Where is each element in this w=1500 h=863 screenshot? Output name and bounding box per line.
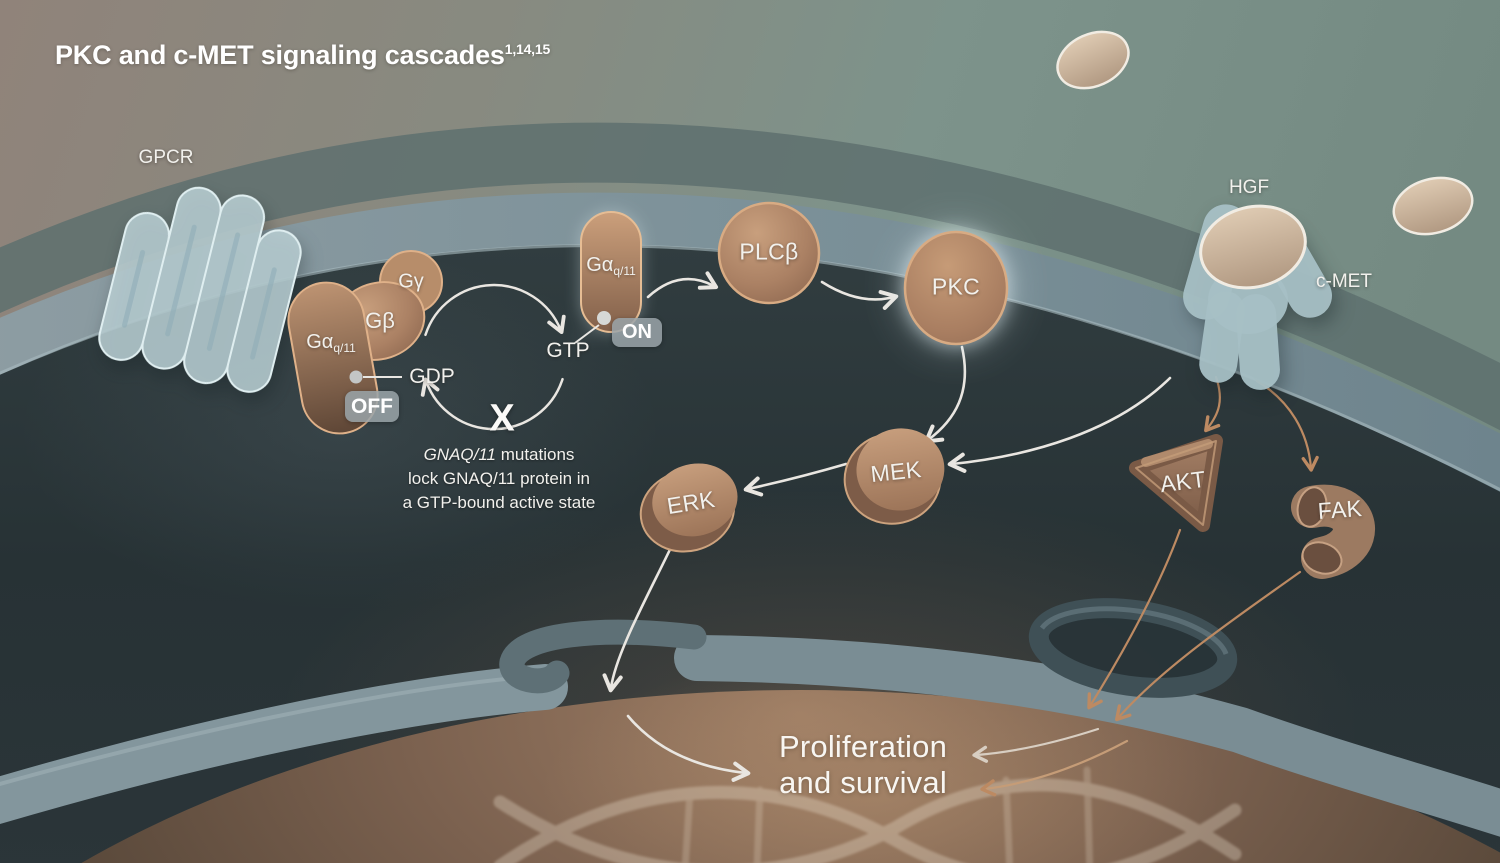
g-alpha-inactive-label: Gαq/11 [306,331,356,355]
mutation-note-line3: a GTP-bound active state [402,493,596,512]
g-alpha-active [574,211,642,344]
hgf-ligand-bound [1199,204,1307,290]
arrow-nucleus-to-outcome-lower [980,739,1129,797]
mutation-line1-rest: mutations [496,445,575,464]
gdp-site-dot [349,370,363,384]
arrow-nucleus-to-outcome-upper [972,727,1100,763]
nuclear-envelope-left [0,664,568,825]
plcb-label: PLCβ [739,238,799,265]
cycle-arc-top [424,283,566,337]
g-alpha-active-prefix: Gα [586,254,614,276]
arrow-mek-to-erk [743,462,848,497]
gtp-label: GTP [546,339,590,362]
gtp-connector [574,324,600,344]
gtp-site-dot [597,311,611,325]
cmet-label: c-MET [1316,271,1372,292]
nuclear-envelope-left-highlight [0,674,539,786]
mutation-note-line1: GNAQ/11 mutations [403,443,596,467]
arrow-akt-to-nucleus [1087,528,1182,710]
arrow-fak-to-nucleus [1115,570,1302,722]
mutation-note-line2: lock GNAQ/11 protein in [407,469,591,488]
hgf-ligand-floating-1 [1056,30,1130,90]
arrow-pkc-to-mek [924,345,967,444]
dna-helix [493,766,1242,863]
arrow-cmet-to-mek [947,376,1172,473]
g-beta-label: Gβ [365,308,395,333]
g-alpha-subscript: q/11 [333,341,356,355]
mutation-gene-name: GNAQ/11 [423,445,496,464]
arrow-erk-to-pore [602,535,678,693]
pkc-label: PKC [931,273,981,300]
g-alpha-prefix: Gα [306,331,334,353]
off-badge: OFF [345,391,399,422]
g-alpha-active-subscript: q/11 [613,264,636,278]
nuclear-envelope-right [674,635,1500,837]
hgf-label: HGF [1228,177,1270,198]
outcome-line1: Proliferation [778,729,948,764]
title-text: PKC and c-MET signaling cascades [55,40,505,70]
mutation-note: GNAQ/11 mutations lock GNAQ/11 protein i… [403,443,596,515]
page-title: PKC and c-MET signaling cascades1,14,15 [55,40,550,71]
g-alpha-active-label: Gαq/11 [586,254,636,278]
plcb-node [717,201,821,305]
on-badge: ON [612,318,662,347]
mek-label: MEK [869,455,923,488]
gpcr-receptor [98,186,302,393]
outcome-line2: and survival [779,765,947,800]
akt-label: AKT [1158,465,1208,498]
arrow-plcb-to-pkc [820,280,899,310]
blocked-x-mark: X [489,397,515,440]
fak-label: FAK [1316,494,1364,525]
gdp-label: GDP [409,365,455,388]
gdp-gtp-cycle [420,283,566,431]
fak-node [1291,484,1375,579]
pkc-node [903,230,1009,346]
cycle-arc-bottom [420,377,564,431]
g-gamma-label: Gγ [398,270,424,293]
akt-node [1129,434,1223,532]
title-references: 1,14,15 [504,41,551,57]
nuclear-pore-right [1028,598,1238,698]
arrow-pore-to-outcome [626,714,751,782]
erk-node [639,463,738,553]
mek-node [843,428,945,525]
arrow-galpha-to-plcb [646,271,719,299]
hgf-ligand-floating-2 [1392,176,1474,236]
gpcr-label: GPCR [138,147,194,168]
